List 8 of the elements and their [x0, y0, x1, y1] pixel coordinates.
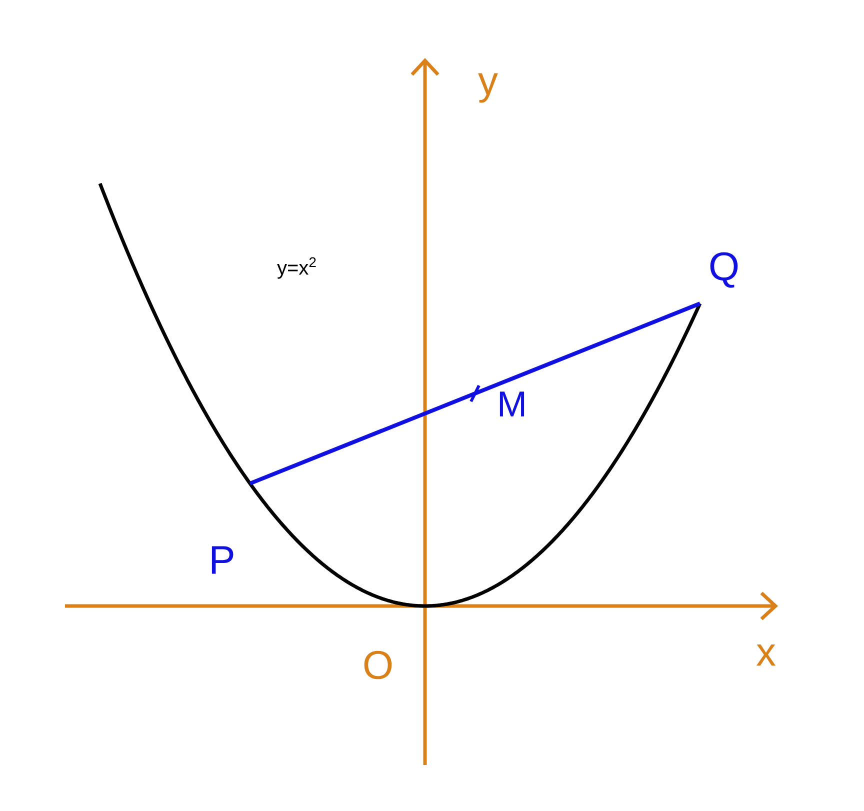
point-label: M — [500, 392, 524, 416]
origin-label: O — [364, 650, 392, 680]
axis-label: x — [756, 644, 776, 666]
point-label: P — [212, 546, 234, 574]
equation-label: y=x$^{2}$ — [277, 257, 316, 279]
axis-label: y — [478, 73, 498, 103]
point-label: Q — [710, 252, 738, 288]
chord-line — [249, 302, 701, 486]
